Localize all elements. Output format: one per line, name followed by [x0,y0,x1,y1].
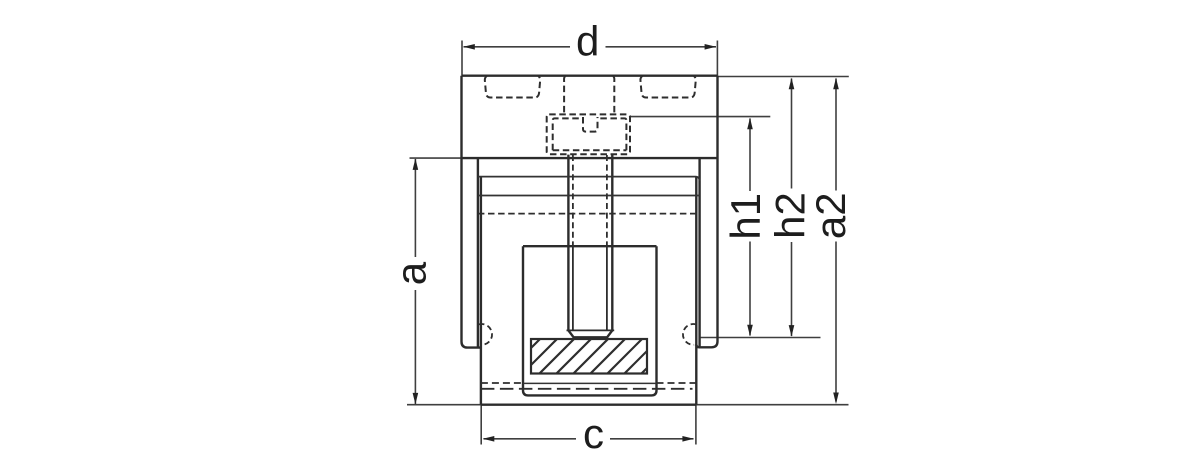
svg-text:a2: a2 [807,192,854,239]
svg-text:a: a [387,261,434,285]
svg-text:c: c [583,410,604,457]
svg-text:h1: h1 [722,193,769,240]
svg-text:h2: h2 [766,192,813,239]
svg-text:d: d [576,18,599,65]
